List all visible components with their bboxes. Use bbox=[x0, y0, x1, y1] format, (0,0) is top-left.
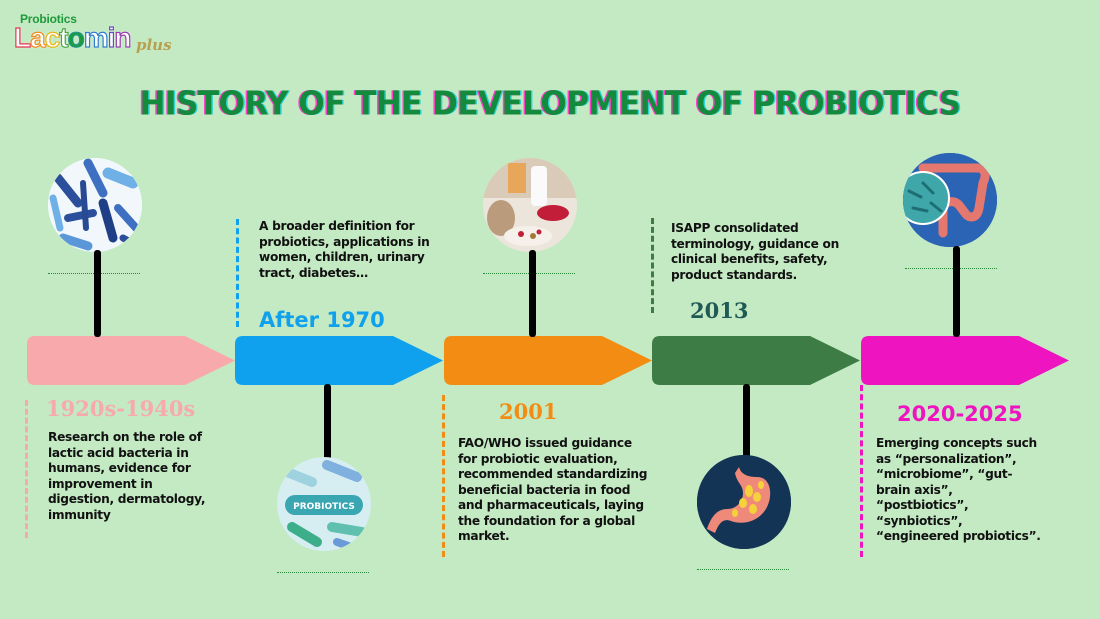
logo-wordmark: Lactomin bbox=[13, 21, 132, 54]
dashed-rule bbox=[236, 219, 239, 327]
timeline-arrow-2020 bbox=[861, 336, 1069, 385]
intestine-icon bbox=[903, 153, 997, 247]
logo-letter: n bbox=[114, 21, 132, 53]
probiotics-illustration-icon: PROBIOTICS bbox=[277, 457, 371, 551]
logo-letter: o bbox=[67, 21, 85, 53]
era-description: Emerging concepts such as “personalizati… bbox=[876, 436, 1041, 543]
era-description: FAO/WHO issued guidance for probiotic ev… bbox=[458, 436, 648, 543]
era-period: After 1970 bbox=[259, 308, 385, 332]
brand-logo: Probiotics Lactomin plus bbox=[13, 12, 174, 60]
era-period: 2013 bbox=[690, 298, 749, 323]
divider-dotted bbox=[905, 268, 997, 269]
timeline-arrow-2001 bbox=[444, 336, 652, 385]
logo-letter: i bbox=[107, 21, 116, 53]
dashed-rule bbox=[860, 385, 863, 557]
era-period: 2020-2025 bbox=[897, 402, 1023, 426]
page-title: HISTORY OF THE DEVELOPMENT OF PROBIOTICS bbox=[139, 85, 961, 123]
bacteria-icon bbox=[48, 158, 142, 252]
logo-letter: m bbox=[83, 21, 109, 53]
era-description: A broader definition for probiotics, app… bbox=[259, 219, 430, 280]
logo-letter: L bbox=[13, 21, 31, 53]
divider-dotted bbox=[697, 569, 789, 570]
logo-subtitle: Probiotics bbox=[20, 12, 77, 26]
logo-suffix: plus bbox=[136, 36, 172, 54]
bacteria-image bbox=[48, 158, 142, 252]
connector-stem bbox=[953, 246, 960, 337]
stomach-image bbox=[697, 455, 791, 549]
logo-letter: t bbox=[59, 21, 70, 53]
era-description: ISAPP consolidated terminology, guidance… bbox=[671, 221, 839, 282]
timeline-arrow-2013 bbox=[652, 336, 860, 385]
dashed-rule bbox=[25, 400, 28, 538]
era-description: Research on the role of lactic acid bact… bbox=[48, 430, 206, 522]
stomach-icon bbox=[697, 455, 791, 549]
era-period: 2001 bbox=[499, 399, 558, 424]
connector-stem bbox=[324, 384, 331, 464]
food-photo-icon bbox=[483, 158, 577, 252]
connector-stem bbox=[529, 250, 536, 337]
logo-letter: a bbox=[30, 21, 47, 53]
yogurt-breakfast-image bbox=[483, 158, 577, 252]
timeline-arrow-1920s bbox=[27, 336, 235, 385]
probiotics-label: PROBIOTICS bbox=[293, 502, 355, 512]
dashed-rule bbox=[442, 395, 445, 557]
logo-letter: c bbox=[44, 21, 61, 53]
timeline-arrow-1970 bbox=[235, 336, 443, 385]
connector-stem bbox=[743, 384, 750, 464]
divider-dotted bbox=[277, 572, 369, 573]
probiotics-image: PROBIOTICS bbox=[277, 457, 371, 551]
gut-microbiome-image bbox=[903, 153, 997, 247]
dashed-rule bbox=[651, 218, 654, 313]
era-period: 1920s-1940s bbox=[46, 396, 196, 421]
connector-stem bbox=[94, 250, 101, 337]
